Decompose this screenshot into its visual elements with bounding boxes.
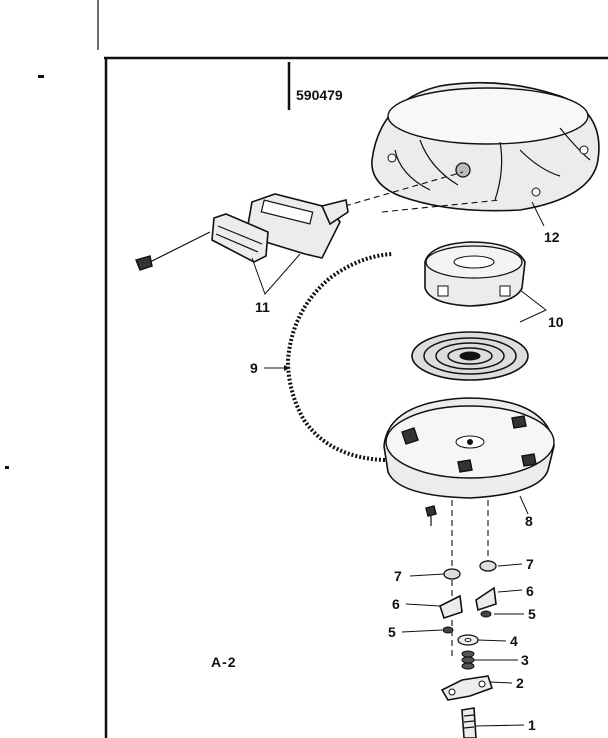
callout-5-left: 5	[388, 624, 396, 640]
starter-handle	[245, 193, 349, 259]
callout-10-leader	[519, 289, 547, 323]
center-screw	[461, 707, 477, 738]
starter-housing	[371, 81, 600, 212]
washer	[457, 634, 479, 646]
rewind-pulley	[424, 241, 526, 307]
callout-4: 4	[510, 633, 518, 649]
figure-label: A-2	[211, 654, 237, 670]
model-number: 590479	[296, 87, 343, 103]
starter-rope	[285, 252, 393, 462]
callout-8: 8	[525, 513, 533, 529]
rope-end	[135, 231, 211, 271]
callout-10: 10	[548, 314, 564, 330]
callout-7-left: 7	[394, 568, 402, 584]
callout-9-arrow	[284, 365, 290, 371]
rewind-spring	[411, 331, 529, 381]
callout-1: 1	[528, 717, 536, 733]
callout-6-right-leader	[497, 589, 523, 593]
callout-7-right-leader	[497, 563, 523, 567]
callout-5-left-leader	[401, 629, 443, 633]
callout-1-leader	[475, 724, 525, 727]
callout-2: 2	[516, 675, 524, 691]
callout-12-leader	[531, 201, 545, 227]
margin-mark	[38, 75, 44, 78]
margin-mark	[5, 466, 9, 469]
callout-5-right: 5	[528, 606, 536, 622]
spring-right	[480, 610, 492, 618]
pulley-screw	[425, 505, 437, 526]
callout-3: 3	[521, 652, 529, 668]
callout-11: 11	[255, 299, 270, 315]
callout-8-leader	[519, 495, 529, 515]
callout-12: 12	[544, 229, 560, 245]
retainer	[440, 675, 494, 701]
pawl-right	[475, 586, 497, 612]
spring-left	[442, 626, 454, 634]
rope-pulley	[383, 397, 555, 499]
spacer-left	[443, 568, 461, 580]
callout-7-right: 7	[526, 556, 534, 572]
callout-2-leader	[489, 681, 513, 684]
callout-7-left-leader	[409, 573, 445, 577]
callout-9: 9	[250, 360, 258, 376]
spacer-right	[479, 560, 497, 572]
callout-6-right: 6	[526, 583, 534, 599]
handle-insert	[211, 213, 269, 263]
pawl-left	[439, 594, 463, 620]
callout-6-left: 6	[392, 596, 400, 612]
callout-4-leader	[477, 639, 507, 642]
callout-6-left-leader	[405, 603, 441, 607]
callout-11-leader	[251, 253, 301, 295]
assembly-line	[344, 171, 464, 207]
spring	[461, 650, 475, 670]
